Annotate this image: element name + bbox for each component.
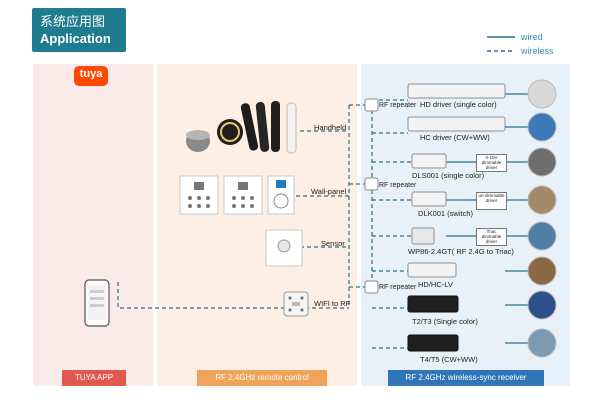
device-label-hc: HC driver (CW+WW) <box>420 133 490 142</box>
device-label-hdlv: HD/HC-LV <box>418 280 453 289</box>
sensor-label: Sensor <box>321 239 345 248</box>
wall-panels-icon <box>179 175 295 215</box>
rf-repeater-label-3: RF repeater <box>379 284 417 291</box>
device-label-wp86: WP86-2.4GT( RF 2.4G to Triac) <box>408 247 514 256</box>
footer-tuya-app: TUYA APP <box>62 370 126 386</box>
handheld-remotes-icon <box>186 101 297 154</box>
legend-wireless-label: wireless <box>521 46 554 56</box>
footer-remote-control: RF 2.4GHz remote control <box>197 370 327 386</box>
page-title-cn: 系统应用图 <box>40 14 106 29</box>
rf-repeater-label-1: RF repeater <box>379 102 417 109</box>
aux-driver-triac: Triac dimmable driver <box>476 228 507 246</box>
driver-icons <box>407 83 506 352</box>
tuya-logo-bg <box>74 66 108 86</box>
title-box <box>32 8 126 52</box>
handheld-label: Handheld <box>314 123 347 132</box>
app-panel <box>33 64 153 386</box>
footer-receiver: RF 2.4GHz wireless-sync receiver <box>388 370 544 386</box>
tuya-logo: tuya <box>79 68 103 80</box>
rf-repeater-icon-1 <box>364 98 379 112</box>
wifi-to-rf-label: WIFI to RF <box>314 299 351 308</box>
device-label-dls001: DLS001 (single color) <box>412 171 485 180</box>
sensor-icon <box>265 229 303 267</box>
installation-photos <box>527 79 557 358</box>
device-label-t4t5: T4/T5 (CW+WW) <box>420 355 478 364</box>
device-label-dlk001: DLK001 (switch) <box>418 209 474 218</box>
device-label-t2t3: T2/T3 (Single color) <box>412 317 478 326</box>
app-wifi-link <box>117 282 285 309</box>
wifi-rf-gateway-icon <box>283 291 309 317</box>
wall-panel-label: Wall-panel <box>311 187 347 196</box>
rf-repeater-label-2: RF repeater <box>379 182 417 189</box>
legend-wired-label: wired <box>521 32 543 42</box>
rf-repeater-icon-3 <box>364 280 379 294</box>
rf-repeater-icon-2 <box>364 177 379 191</box>
aux-driver-undimmable: un-dimmable driver <box>476 192 507 210</box>
page-title-en: Application <box>40 31 111 46</box>
device-label-hd: HD driver (single color) <box>420 100 497 109</box>
phone-icon <box>84 279 110 327</box>
aux-driver-0-10v: 0-10V dimmable driver <box>476 154 507 172</box>
